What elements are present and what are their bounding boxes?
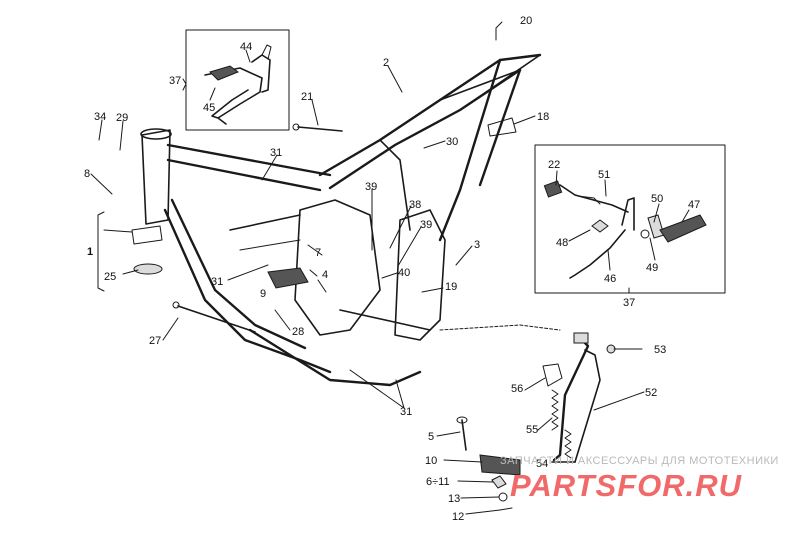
label-49: 49 (646, 262, 658, 274)
leader-lines (90, 21, 690, 515)
label-12: 12 (452, 511, 464, 523)
part-footpeg-group-lower (456, 416, 521, 511)
label-54: 54 (536, 458, 548, 470)
label-53: 53 (654, 344, 666, 356)
label-51: 51 (598, 169, 610, 181)
label-3: 3 (474, 239, 480, 251)
label-37-top: 37 (169, 75, 181, 87)
inset-box-footrest-right (534, 144, 726, 294)
label-44: 44 (240, 41, 252, 53)
label-25: 25 (104, 271, 116, 283)
watermark-brand: PARTSFOR.RU (510, 468, 743, 503)
label-4: 4 (322, 269, 328, 281)
label-6-11: 6÷11 (426, 476, 450, 488)
label-37-right: 37 (623, 297, 635, 309)
label-21: 21 (301, 91, 313, 103)
frame-tubes (163, 53, 542, 387)
part-bracket-56 (542, 363, 563, 387)
label-52: 52 (645, 387, 657, 399)
label-31-top: 31 (270, 147, 282, 159)
part-bolt-27 (172, 301, 256, 333)
label-9: 9 (260, 288, 266, 300)
label-1: 1 (87, 246, 93, 258)
label-55: 55 (526, 424, 538, 436)
label-8: 8 (84, 168, 90, 180)
label-30: 30 (446, 136, 458, 148)
label-40: 40 (398, 267, 410, 279)
label-29: 29 (116, 112, 128, 124)
inset-box-footrest-top (185, 29, 290, 131)
label-5: 5 (428, 431, 434, 443)
part-bolt-21 (292, 123, 343, 132)
label-31-bottom: 31 (400, 406, 412, 418)
label-38: 38 (409, 199, 421, 211)
label-20: 20 (520, 15, 532, 27)
pivot-guide-line (439, 324, 561, 331)
label-56: 56 (511, 383, 523, 395)
label-31-left: 31 (211, 276, 223, 288)
label-28: 28 (292, 326, 304, 338)
label-19: 19 (445, 281, 457, 293)
frame-headstock (131, 128, 172, 275)
watermark: ЗАПЧАСТИ И АКСЕССУАРЫ ДЛЯ МОТОТЕХНИКИ PA… (500, 455, 779, 503)
label-50: 50 (651, 193, 663, 205)
label-2: 2 (383, 57, 389, 69)
label-10: 10 (425, 455, 437, 467)
label-45: 45 (203, 102, 215, 114)
part-spring-55 (551, 389, 572, 459)
label-39-top: 39 (365, 181, 377, 193)
label-7: 7 (315, 247, 321, 259)
label-22: 22 (548, 159, 560, 171)
watermark-tagline: ЗАПЧАСТИ И АКСЕССУАРЫ ДЛЯ МОТОТЕХНИКИ (500, 455, 779, 467)
label-48: 48 (556, 237, 568, 249)
label-46: 46 (604, 273, 616, 285)
label-47: 47 (688, 199, 700, 211)
part-side-stand-52 (551, 332, 601, 463)
label-13: 13 (448, 493, 460, 505)
callout-labels: 20 2 21 18 30 31 34 29 8 1 25 39 38 39 3… (84, 15, 700, 523)
label-18: 18 (537, 111, 549, 123)
label-34: 34 (94, 111, 106, 123)
label-27: 27 (149, 335, 161, 347)
label-39: 39 (420, 219, 432, 231)
part-footpeg-9 (267, 267, 309, 289)
